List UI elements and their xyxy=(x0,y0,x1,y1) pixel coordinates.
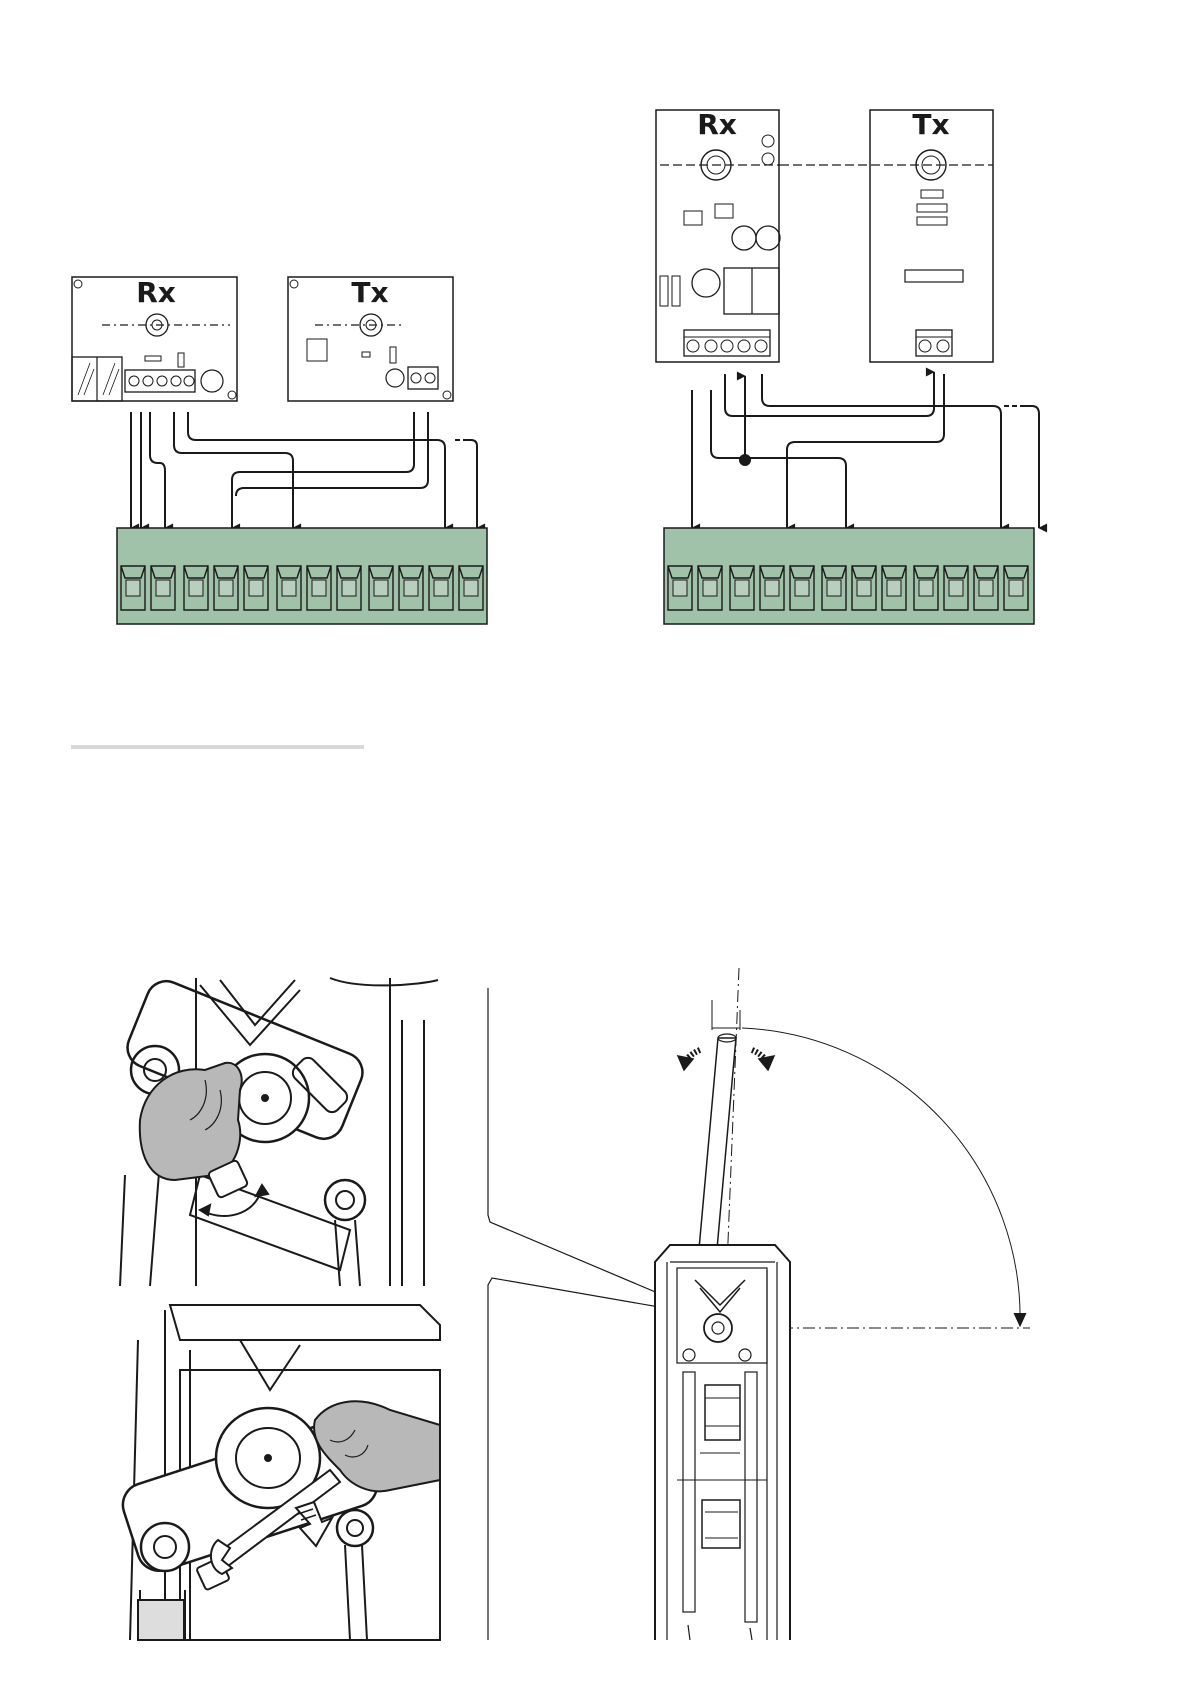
right-terminal-slot-8 xyxy=(887,580,901,596)
left-wires xyxy=(131,412,477,528)
left-terminal-block xyxy=(117,528,487,624)
right-rx-label: Rx xyxy=(697,108,737,141)
right-wires xyxy=(692,372,1039,528)
right-terminal-slot-4 xyxy=(765,580,779,596)
right-terminal-block xyxy=(664,528,1034,624)
left-tx-label: Tx xyxy=(351,276,388,309)
right-terminal-slot-3 xyxy=(735,580,749,596)
left-terminal-slot-4 xyxy=(219,580,233,596)
right-terminal-slot-10 xyxy=(949,580,963,596)
adjustment-illustration-top xyxy=(118,975,438,1286)
right-terminal-slot-9 xyxy=(919,580,933,596)
right-terminal-slot-2 xyxy=(703,580,717,596)
right-wiring-diagram: Rx Tx xyxy=(656,108,1039,528)
left-terminal-slot-5 xyxy=(249,580,263,596)
left-terminal-slot-10 xyxy=(404,580,418,596)
left-terminal-slot-12 xyxy=(464,580,478,596)
right-terminal-slot-7 xyxy=(857,580,871,596)
left-terminal-slot-6 xyxy=(282,580,296,596)
barrier-machine-drawing xyxy=(488,968,1030,1640)
left-terminal-slot-3 xyxy=(189,580,203,596)
right-rx-board xyxy=(656,110,780,362)
right-tx-board xyxy=(780,110,993,362)
right-tx-label: Tx xyxy=(912,108,949,141)
right-terminal-slot-1 xyxy=(673,580,687,596)
left-terminal-slot-11 xyxy=(434,580,448,596)
left-terminal-slot-2 xyxy=(156,580,170,596)
left-rx-label: Rx xyxy=(136,276,176,309)
right-terminal-slot-11 xyxy=(979,580,993,596)
left-terminal-slot-8 xyxy=(342,580,356,596)
left-terminal-slot-7 xyxy=(312,580,326,596)
adjustment-illustration-bottom xyxy=(117,1305,440,1640)
right-terminal-slot-5 xyxy=(795,580,809,596)
right-terminal-slot-6 xyxy=(827,580,841,596)
left-wiring-diagram: Rx Tx xyxy=(72,276,477,528)
section-separator xyxy=(71,745,364,749)
left-terminal-slot-9 xyxy=(374,580,388,596)
junction-dot xyxy=(739,454,751,466)
left-terminal-slot-1 xyxy=(126,580,140,596)
right-terminal-slot-12 xyxy=(1009,580,1023,596)
